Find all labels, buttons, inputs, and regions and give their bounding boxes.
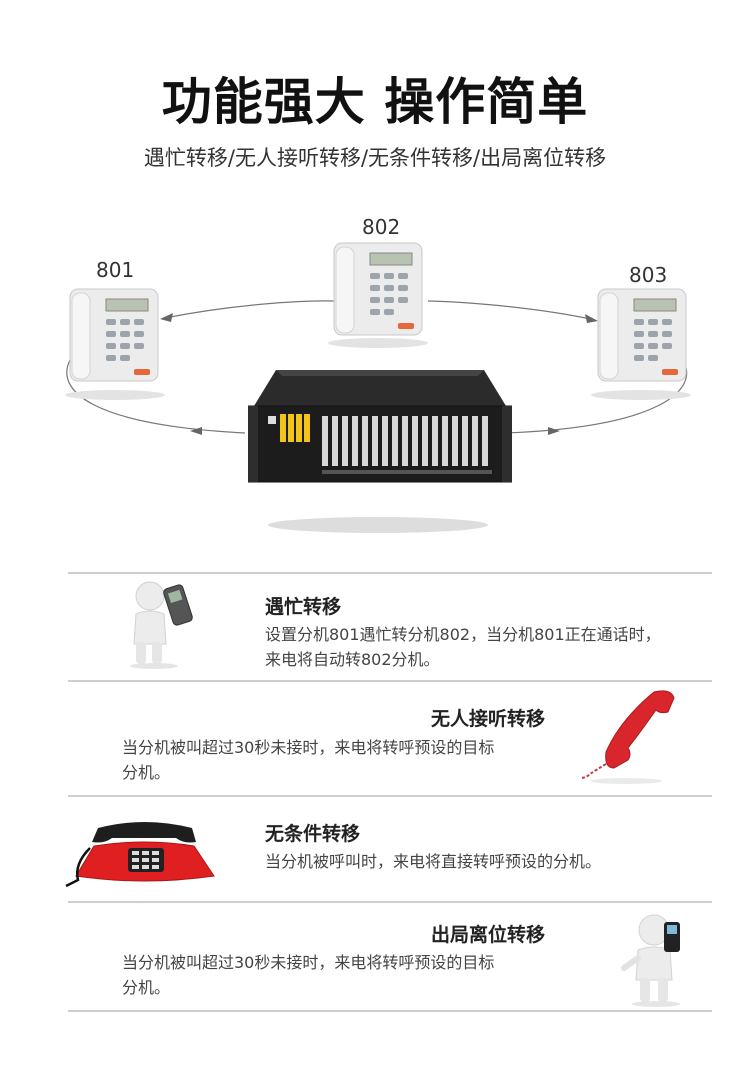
transfer-diagram: 801 802 803 bbox=[0, 205, 750, 545]
red-rotary-phone-icon bbox=[65, 822, 215, 888]
phone-shadow-801 bbox=[65, 390, 165, 400]
feature-title-away-transfer: 出局离位转移 bbox=[430, 924, 545, 946]
arrow-head-803 bbox=[585, 314, 598, 323]
desk-phone-icon bbox=[597, 288, 687, 382]
arrow-801-802 bbox=[164, 300, 336, 319]
person-with-phone-icon bbox=[621, 914, 680, 1007]
arrow-head-lower-left bbox=[190, 427, 202, 435]
phone-shadow-802 bbox=[328, 338, 428, 348]
phone-shadow-803 bbox=[591, 390, 691, 400]
extension-label-802: 802 bbox=[362, 215, 401, 239]
page-subtitle: 遇忙转移/无人接听转移/无条件转移/出局离位转移 bbox=[143, 146, 607, 170]
arrow-right-lower bbox=[504, 359, 688, 434]
person-with-phone-icon bbox=[130, 581, 193, 669]
feature-title-busy-transfer: 遇忙转移 bbox=[265, 596, 342, 618]
extension-label-803: 803 bbox=[629, 263, 668, 287]
section-divider bbox=[68, 795, 712, 797]
arrow-head-801 bbox=[160, 313, 173, 322]
feature-title-no-answer-transfer: 无人接听转移 bbox=[430, 708, 545, 730]
arrow-802-803 bbox=[427, 300, 596, 321]
section-divider bbox=[68, 572, 712, 574]
desk-phone-icon bbox=[333, 242, 423, 336]
feature-desc-line: 当分机被叫超过30秒未接时，来电将转呼预设的目标 bbox=[122, 953, 495, 972]
section-divider bbox=[68, 680, 712, 682]
section-divider bbox=[68, 901, 712, 903]
feature-desc-line: 分机。 bbox=[122, 763, 171, 782]
red-handset-icon bbox=[579, 690, 675, 784]
page-title: 功能强大 操作简单 bbox=[161, 73, 589, 131]
feature-desc-line: 来电将自动转802分机。 bbox=[265, 650, 440, 669]
section-divider bbox=[68, 1010, 712, 1012]
feature-desc-line: 当分机被叫超过30秒未接时，来电将转呼预设的目标 bbox=[122, 738, 495, 757]
feature-desc-line: 分机。 bbox=[122, 978, 171, 997]
switch-shadow bbox=[268, 517, 488, 533]
feature-title-unconditional-transfer: 无条件转移 bbox=[265, 823, 361, 845]
feature-desc-line: 当分机被呼叫时，来电将直接转呼预设的分机。 bbox=[265, 852, 602, 871]
arrow-left-lower bbox=[66, 359, 246, 434]
pbx-switch-icon bbox=[248, 370, 512, 483]
diagram-arrows bbox=[65, 300, 691, 533]
extension-label-801: 801 bbox=[96, 258, 135, 282]
desk-phone-icon bbox=[69, 288, 159, 382]
feature-desc-line: 设置分机801遇忙转分机802，当分机801正在通话时， bbox=[265, 625, 661, 644]
arrow-head-lower-right bbox=[548, 427, 560, 435]
